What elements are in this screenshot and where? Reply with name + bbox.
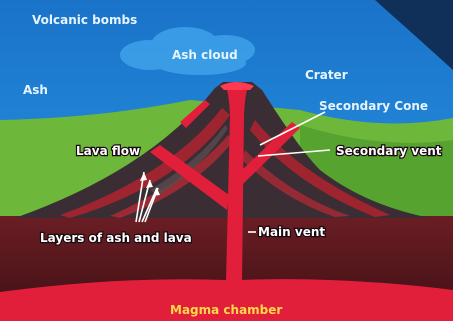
label-secondary-cone: Secondary Cone xyxy=(319,99,428,113)
label-layers-of-ash-and-lava: Layers of ash and lava xyxy=(40,231,192,245)
label-crater: Crater xyxy=(305,68,348,82)
label-secondary-vent: Secondary vent xyxy=(336,144,442,158)
label-main-vent: Main vent xyxy=(258,225,325,239)
label-ash: Ash xyxy=(23,83,48,97)
label-volcanic-bombs: Volcanic bombs xyxy=(32,13,137,27)
label-ash-cloud: Ash cloud xyxy=(172,48,238,62)
label-lava-flow: Lava flow xyxy=(76,144,140,158)
label-magma-chamber: Magma chamber xyxy=(170,303,282,317)
